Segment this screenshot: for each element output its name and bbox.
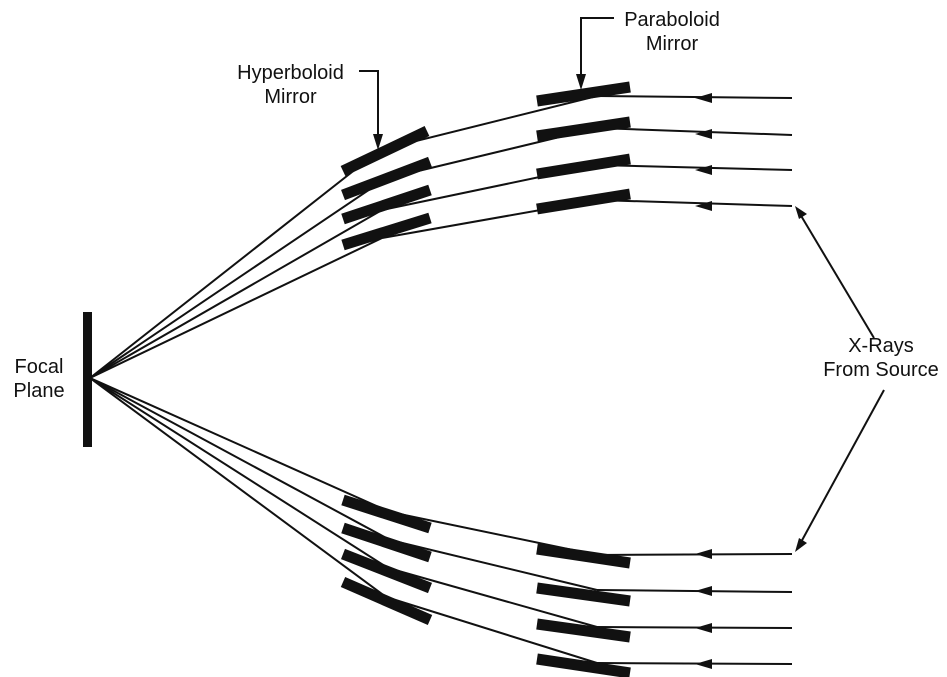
reflected-ray bbox=[385, 596, 598, 664]
ray-arrowhead bbox=[695, 201, 712, 211]
lower-ray-arrowheads bbox=[695, 549, 712, 669]
focal-plane-label-line2: Plane bbox=[13, 380, 65, 402]
hyperboloid-mirror-segment bbox=[341, 522, 432, 563]
upper-hyperboloid-mirrors bbox=[340, 126, 432, 251]
ray-arrowhead bbox=[695, 623, 712, 633]
paraboloid-mirror-label: Paraboloid Mirror bbox=[612, 8, 732, 56]
ray-arrowhead bbox=[695, 165, 712, 175]
incoming-ray bbox=[596, 127, 793, 136]
hyperboloid-mirror-segment bbox=[341, 494, 432, 534]
hyperboloid-mirror-label-line2: Mirror bbox=[264, 86, 317, 108]
incoming-ray bbox=[596, 199, 793, 207]
xrays-callout-pointers bbox=[795, 206, 885, 552]
hyperboloid-callout-pointer bbox=[359, 70, 383, 150]
ray-arrowhead bbox=[695, 586, 712, 596]
upper-paraboloid-mirrors bbox=[536, 81, 631, 215]
paraboloid-mirror-label-line2: Mirror bbox=[645, 33, 699, 55]
focal-plane-label-line1: Focal bbox=[14, 356, 64, 378]
paraboloid-mirror-segment bbox=[536, 116, 631, 142]
paraboloid-mirror-segment bbox=[536, 653, 631, 677]
hyperboloid-mirror-segment bbox=[341, 212, 432, 251]
hyperboloid-mirror-segment bbox=[340, 548, 433, 594]
ray-arrowhead bbox=[695, 549, 712, 559]
ray-arrowhead bbox=[695, 659, 712, 669]
ray-arrowhead bbox=[695, 93, 712, 103]
lower-hyperboloid-mirrors bbox=[340, 494, 433, 626]
hyperboloid-mirror-segment bbox=[341, 156, 432, 201]
focused-ray bbox=[89, 377, 391, 541]
focused-ray bbox=[89, 377, 387, 598]
lower-incoming-rays bbox=[596, 553, 793, 665]
hyperboloid-mirror-segment bbox=[340, 126, 430, 176]
paraboloid-mirror-segment bbox=[536, 618, 631, 643]
hyperboloid-mirror-label: Hyperboloid Mirror bbox=[228, 61, 353, 109]
lower-focused-rays bbox=[89, 377, 391, 598]
focused-ray bbox=[89, 377, 389, 569]
ray-arrowhead bbox=[695, 129, 712, 139]
focused-ray bbox=[89, 209, 383, 379]
incoming-ray bbox=[596, 662, 793, 665]
focused-ray bbox=[89, 178, 386, 379]
paraboloid-mirror-segment bbox=[536, 153, 631, 180]
upper-ray-arrowheads bbox=[695, 93, 712, 211]
xrays-label-line2: From Source bbox=[823, 359, 939, 381]
upper-focused-rays bbox=[89, 149, 386, 379]
lower-paraboloid-mirrors bbox=[536, 543, 631, 677]
focused-ray bbox=[89, 237, 383, 379]
xrays-from-source-label: X-Rays From Source bbox=[815, 334, 947, 382]
focal-plane-label: Focal Plane bbox=[4, 355, 74, 403]
upper-incoming-rays bbox=[596, 95, 793, 207]
hyperboloid-mirror-label-line1: Hyperboloid bbox=[237, 62, 344, 84]
incoming-ray bbox=[596, 626, 793, 629]
paraboloid-mirror-label-line1: Paraboloid bbox=[624, 9, 720, 31]
focused-ray bbox=[89, 149, 381, 379]
paraboloid-mirror-segment bbox=[536, 188, 631, 215]
focused-ray bbox=[89, 377, 391, 513]
hyperboloid-mirror-segment bbox=[340, 576, 433, 626]
hyperboloid-mirror-segment bbox=[341, 184, 432, 225]
incoming-ray bbox=[596, 553, 793, 556]
incoming-ray bbox=[596, 95, 793, 99]
focal-plane-bar bbox=[83, 312, 92, 447]
paraboloid-mirror-segment bbox=[536, 543, 631, 569]
reflected-ray bbox=[389, 539, 598, 591]
paraboloid-mirror-segment bbox=[536, 582, 631, 607]
paraboloid-mirror-segment bbox=[536, 81, 631, 107]
incoming-ray bbox=[596, 589, 793, 593]
reflected-ray bbox=[387, 567, 598, 628]
incoming-ray bbox=[596, 164, 793, 171]
paraboloid-callout-pointer bbox=[576, 17, 614, 90]
xrays-label-line1: X-Rays bbox=[848, 335, 914, 357]
